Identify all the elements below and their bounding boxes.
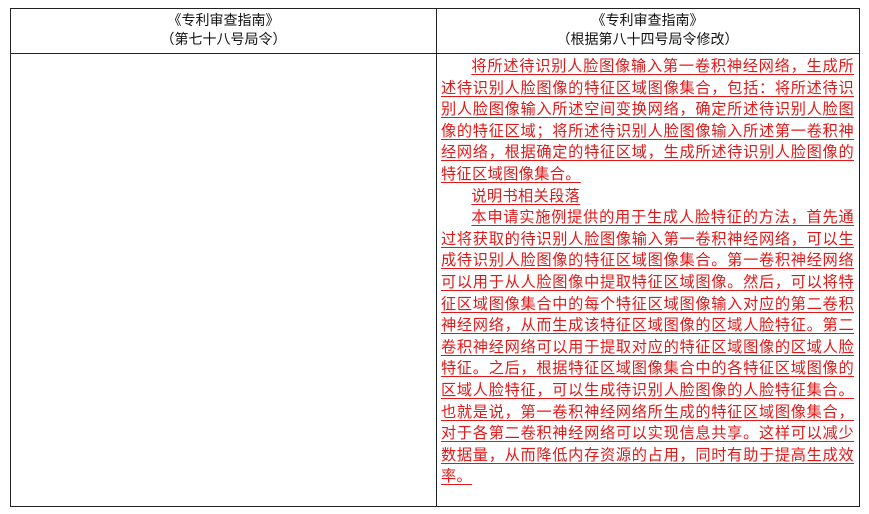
- comparison-table: 《专利审查指南》 （第七十八号局令） 《专利审查指南》 （根据第八十四号局令修改…: [10, 8, 860, 507]
- body-cell-new-version: 将所述待识别人脸图像输入第一卷积神经网络，生成所述待识别人脸图像的特征区域图像集…: [441, 56, 854, 506]
- description-paragraph: 本申请实施例提供的用于生成人脸特征的方法，首先通过将获取的待识别人脸图像输入第一…: [441, 208, 854, 486]
- claim-paragraph: 将所述待识别人脸图像输入第一卷积神经网络，生成所述待识别人脸图像的特征区域图像集…: [441, 57, 854, 183]
- header-cell-new-version: 《专利审查指南》 （根据第八十四号局令修改）: [436, 9, 859, 53]
- header-cell-old-version: 《专利审查指南》 （第七十八号局令）: [11, 9, 436, 53]
- body-cell-old-version: [11, 54, 436, 506]
- header-left-title: 《专利审查指南》: [167, 13, 280, 29]
- section-heading: 说明书相关段落: [471, 186, 581, 205]
- header-left-subtitle: （第七十八号局令）: [160, 32, 287, 48]
- header-right-title: 《专利审查指南》: [591, 13, 704, 29]
- column-divider: [436, 9, 437, 506]
- header-right-subtitle: （根据第八十四号局令修改）: [556, 32, 739, 48]
- table-header-row: 《专利审查指南》 （第七十八号局令） 《专利审查指南》 （根据第八十四号局令修改…: [11, 9, 859, 54]
